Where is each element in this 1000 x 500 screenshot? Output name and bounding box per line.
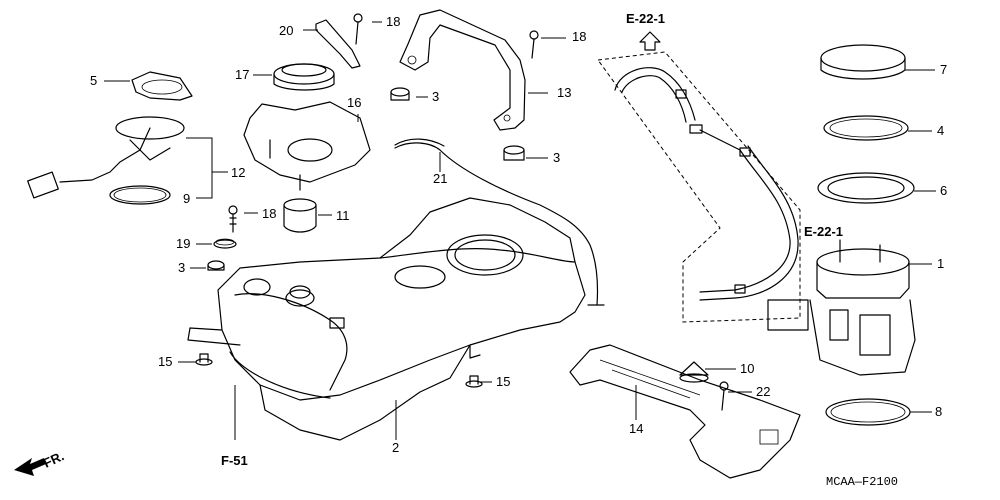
reference-e22-top: E-22-1 — [626, 11, 665, 26]
callout-16: 16 — [347, 95, 361, 110]
plate-5 — [131, 71, 193, 101]
filler-cap — [283, 198, 317, 233]
vent-hoses — [614, 67, 799, 301]
bracket-14 — [569, 344, 801, 479]
callout-11: 11 — [336, 208, 350, 223]
set-ring-4 — [823, 115, 909, 141]
bolt-22 — [719, 381, 729, 411]
callout-17: 17 — [235, 67, 249, 82]
breather-tube — [394, 138, 605, 306]
callout-18-left: 18 — [262, 206, 276, 221]
fuel-sender-unit — [27, 116, 185, 199]
callout-19: 19 — [176, 236, 190, 251]
o-ring-8 — [825, 398, 911, 426]
bolt-18-top — [353, 13, 363, 45]
front-label: FR. — [41, 448, 66, 470]
fastener-15-right — [465, 375, 483, 388]
up-arrow-icon — [639, 31, 661, 51]
washer-19 — [213, 238, 237, 249]
callout-1: 1 — [937, 256, 944, 271]
callout-22: 22 — [756, 384, 770, 399]
tank-cover — [243, 101, 371, 191]
callout-5: 5 — [90, 73, 97, 88]
reference-e22-right: E-22-1 — [804, 224, 843, 239]
o-ring-9 — [109, 185, 171, 205]
callout-8: 8 — [935, 404, 942, 419]
grommet-3-top — [390, 87, 410, 101]
bracket-13 — [399, 9, 526, 131]
diagram-code: MCAA—F2100 — [826, 475, 898, 489]
front-arrow-icon — [14, 458, 46, 476]
callout-18-right: 18 — [572, 29, 586, 44]
retainer-6 — [817, 172, 915, 204]
callout-9: 9 — [183, 191, 190, 206]
callout-3-top: 3 — [432, 89, 439, 104]
callout-7: 7 — [940, 62, 947, 77]
hose-group-outline — [597, 51, 801, 323]
bolt-18-right — [529, 30, 539, 59]
leader-lines — [104, 21, 936, 440]
callout-18-top: 18 — [386, 14, 400, 29]
reference-f51: F-51 — [221, 453, 248, 468]
callout-12: 12 — [231, 165, 245, 180]
bracket-20 — [315, 19, 361, 69]
callout-2: 2 — [392, 440, 399, 455]
callout-13: 13 — [557, 85, 571, 100]
callout-3-left: 3 — [178, 260, 185, 275]
grommet-3-left — [207, 260, 225, 271]
callout-10: 10 — [740, 361, 754, 376]
callout-21: 21 — [433, 171, 447, 186]
callout-14: 14 — [629, 421, 643, 436]
fuel-tank — [187, 197, 586, 441]
callout-6: 6 — [940, 183, 947, 198]
callout-20: 20 — [279, 23, 293, 38]
callout-3-mid: 3 — [553, 150, 560, 165]
callout-15-left: 15 — [158, 354, 172, 369]
callout-15-right: 15 — [496, 374, 510, 389]
bolt-18-left — [228, 205, 238, 233]
fuel-pump-module — [767, 239, 916, 376]
callout-4: 4 — [937, 123, 944, 138]
grommet-3-mid — [503, 145, 525, 161]
mount-10 — [679, 361, 709, 383]
lock-ring-cover-7 — [820, 44, 906, 80]
fastener-15-left — [195, 353, 213, 366]
gasket-ring-17 — [273, 63, 335, 91]
